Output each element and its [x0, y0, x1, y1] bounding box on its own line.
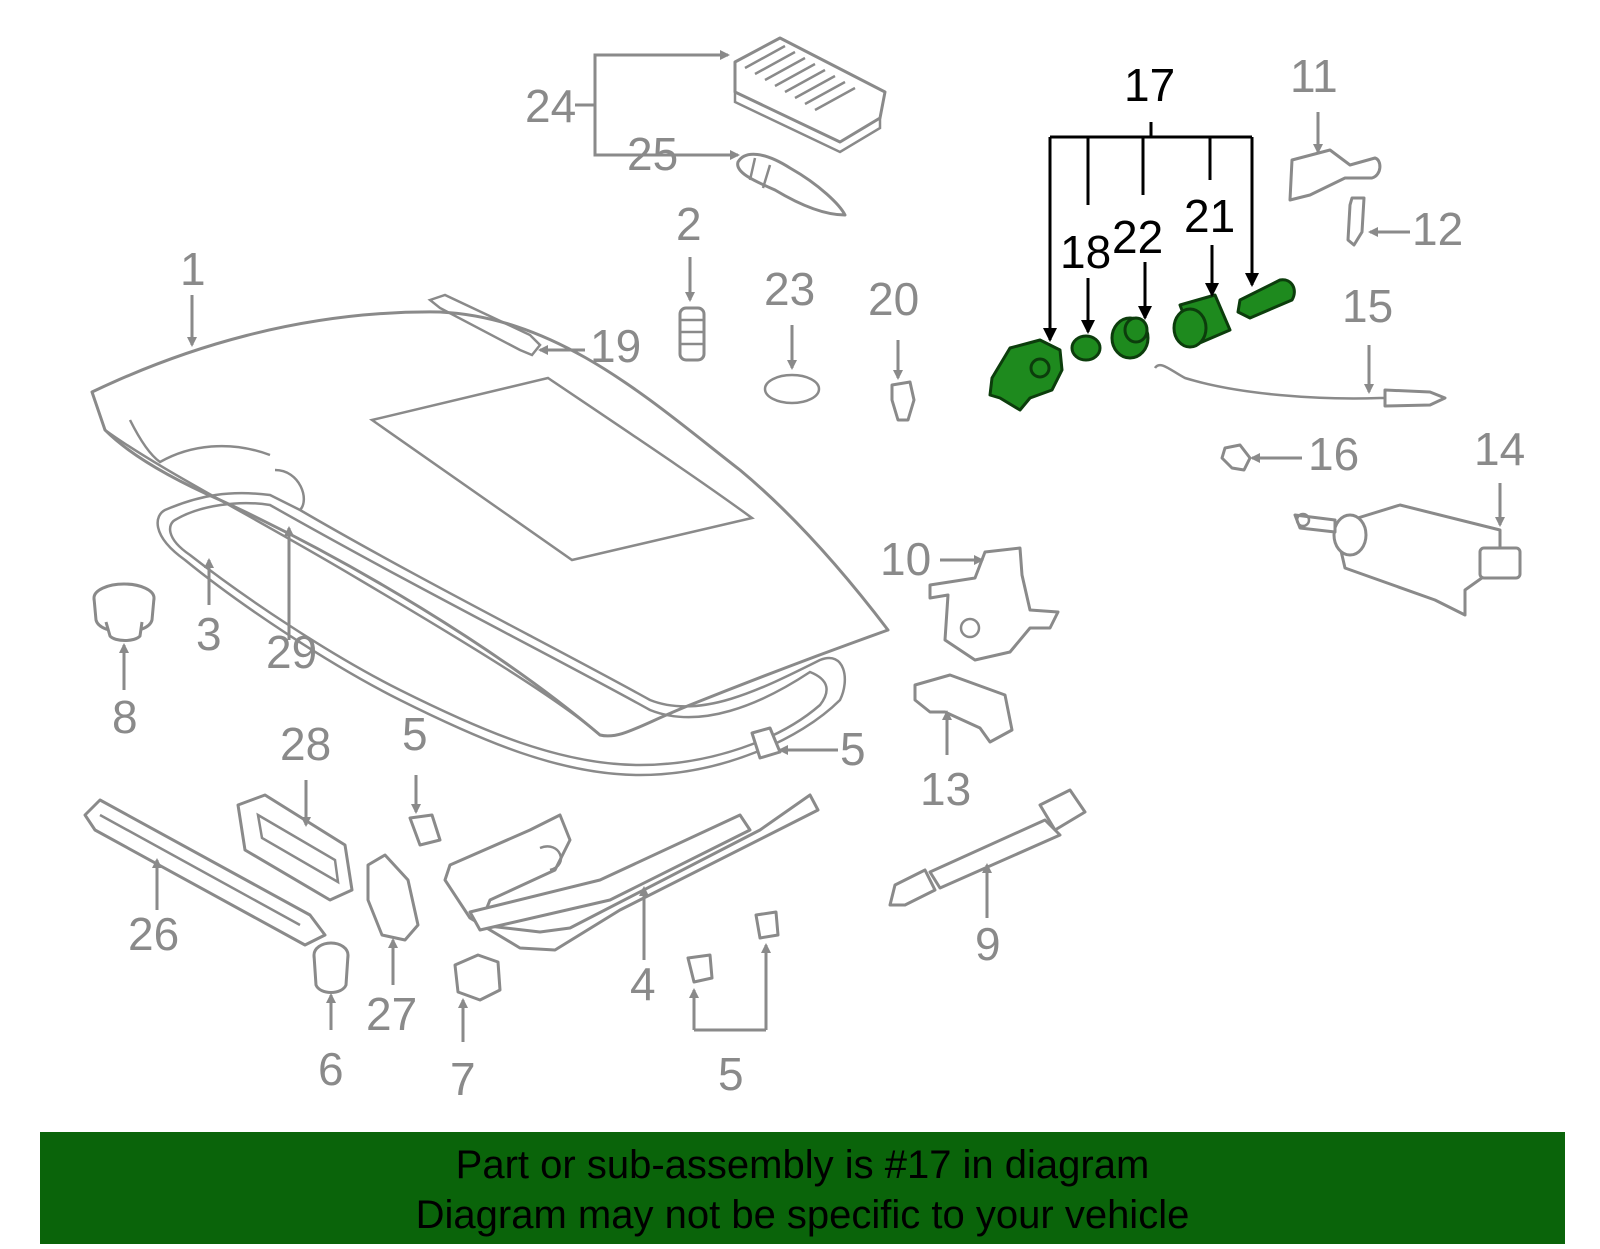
callout-22: 22 [1112, 211, 1163, 263]
callout-6: 6 [318, 1043, 344, 1095]
part-trim-strip-inner [99, 813, 301, 927]
banner-line-2: Diagram may not be specific to your vehi… [415, 1193, 1190, 1237]
info-banner: Part or sub-assembly is #17 in diagram D… [40, 1132, 1565, 1244]
callout-8: 8 [112, 691, 138, 743]
part-gas-strut [888, 788, 1087, 907]
callout-18: 18 [1060, 226, 1111, 278]
callout-labels: 1 2 3 29 4 5 5 5 6 7 8 9 10 11 12 13 14 … [112, 50, 1525, 1105]
leader-lines [119, 50, 1505, 1042]
callout-17: 17 [1124, 59, 1175, 111]
part-bumper-stop [678, 306, 706, 362]
callout-14: 14 [1474, 423, 1525, 475]
part-clip [890, 380, 916, 422]
callout-2: 2 [676, 198, 702, 250]
part-actuator [1293, 503, 1522, 617]
part-latch [928, 546, 1060, 662]
part-support-rod [427, 293, 542, 357]
callout-1: 1 [180, 243, 206, 295]
callout-25: 25 [627, 128, 678, 180]
part-pin [1346, 196, 1366, 247]
callout-5b: 5 [840, 723, 866, 775]
callout-20: 20 [868, 273, 919, 325]
part-license-lamp [733, 36, 887, 154]
callout-28: 28 [280, 718, 331, 770]
callout-21: 21 [1184, 190, 1235, 242]
callout-11: 11 [1290, 50, 1338, 102]
part-hinge [443, 793, 820, 952]
part-bushing [312, 941, 350, 994]
part-lamp-bulb [736, 152, 847, 217]
part-screw-1 [408, 813, 442, 847]
part-screw-3 [686, 953, 714, 984]
part-weatherstrip [156, 491, 847, 777]
callout-16: 16 [1308, 428, 1359, 480]
callout-9: 9 [975, 918, 1001, 970]
part-latch-bracket [1288, 148, 1382, 202]
callout-4: 4 [630, 958, 656, 1010]
part-trunk-lid [90, 310, 890, 738]
part-bezel [366, 853, 420, 942]
part-rubber-block [453, 953, 502, 1002]
part-grommet [92, 582, 156, 642]
callout-29: 29 [266, 626, 317, 678]
callout-5a: 5 [402, 708, 428, 760]
part-screw-2 [750, 726, 782, 760]
leader-lines-part-17 [1043, 122, 1259, 342]
part-striker [913, 673, 1014, 744]
callout-27: 27 [366, 988, 417, 1040]
callout-19: 19 [590, 320, 641, 372]
callout-12: 12 [1412, 203, 1463, 255]
callout-15: 15 [1342, 280, 1393, 332]
part-release-cable [1153, 363, 1440, 400]
callout-24: 24 [525, 80, 576, 132]
part-lock-cylinder-assembly [988, 278, 1296, 412]
part-handle [236, 793, 354, 902]
part-screw-4 [754, 910, 780, 940]
callout-13: 13 [920, 763, 971, 815]
callout-23: 23 [764, 263, 815, 315]
callout-26: 26 [128, 908, 179, 960]
part-small-clip [1220, 443, 1252, 472]
part-o-ring [763, 373, 821, 405]
callout-7: 7 [450, 1053, 476, 1105]
part-cable-end [1383, 388, 1447, 408]
callout-10: 10 [880, 533, 931, 585]
callout-5c: 5 [718, 1048, 744, 1100]
banner-line-1: Part or sub-assembly is #17 in diagram [455, 1143, 1150, 1187]
callout-3: 3 [196, 608, 222, 660]
